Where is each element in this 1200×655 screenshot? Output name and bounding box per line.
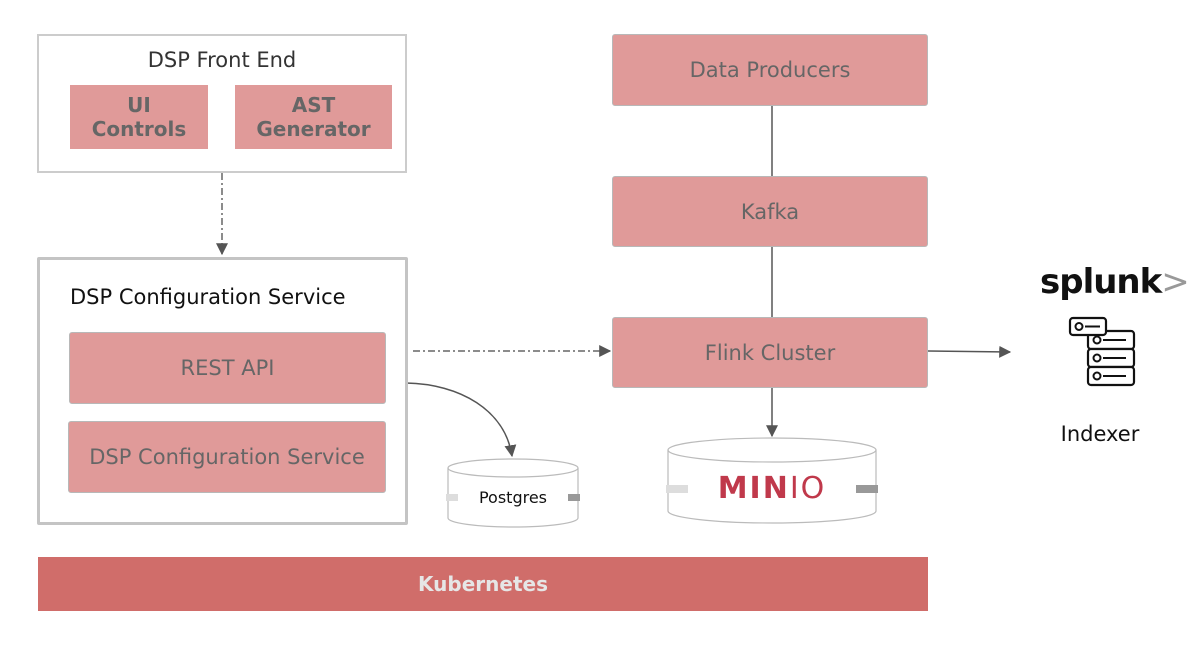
rest-api-component[interactable]: REST API	[69, 332, 386, 404]
kubernetes-label: Kubernetes	[418, 572, 548, 596]
front-end-title: DSP Front End	[147, 48, 297, 72]
postgres-cylinder	[446, 458, 580, 528]
flink-cluster-label: Flink Cluster	[704, 340, 836, 365]
data-producers-label: Data Producers	[689, 58, 851, 82]
flink-to-splunk-arrow	[927, 345, 1012, 358]
ui-controls-component[interactable]: UI Controls	[70, 85, 208, 149]
kubernetes-platform: Kubernetes	[38, 557, 928, 611]
splunk-logo-chevron: >	[1161, 262, 1189, 302]
minio-logo-part1: MIN	[717, 471, 790, 506]
splunk-logo-text: splunk	[1040, 262, 1162, 302]
splunk-logo: splunk>	[1040, 262, 1190, 302]
minio-logo-part2: IO	[789, 471, 827, 506]
data-producers-node[interactable]: Data Producers	[612, 34, 928, 106]
kafka-node[interactable]: Kafka	[612, 176, 928, 247]
kafka-label: Kafka	[740, 199, 800, 224]
ast-generator-line2: Generator	[256, 117, 371, 141]
ui-controls-line2: Controls	[91, 117, 187, 141]
config-service-title: DSP Configuration Service	[70, 285, 346, 309]
ast-generator-line1: AST	[291, 93, 336, 117]
minio-logo: MINIO	[690, 472, 854, 506]
restapi-to-postgres-arrow	[405, 382, 517, 458]
indexer-label: Indexer	[1060, 422, 1140, 446]
flink-cluster-node[interactable]: Flink Cluster	[612, 317, 928, 388]
rest-api-label: REST API	[180, 356, 275, 380]
server-stack-icon	[1068, 316, 1136, 387]
minio-cylinder	[666, 437, 878, 524]
postgres-label: Postgres	[478, 488, 548, 507]
ast-generator-component[interactable]: AST Generator	[235, 85, 392, 149]
ui-controls-line1: UI	[127, 93, 151, 117]
config-service-component[interactable]: DSP Configuration Service	[68, 421, 386, 493]
config-service-component-label: DSP Configuration Service	[89, 445, 365, 469]
